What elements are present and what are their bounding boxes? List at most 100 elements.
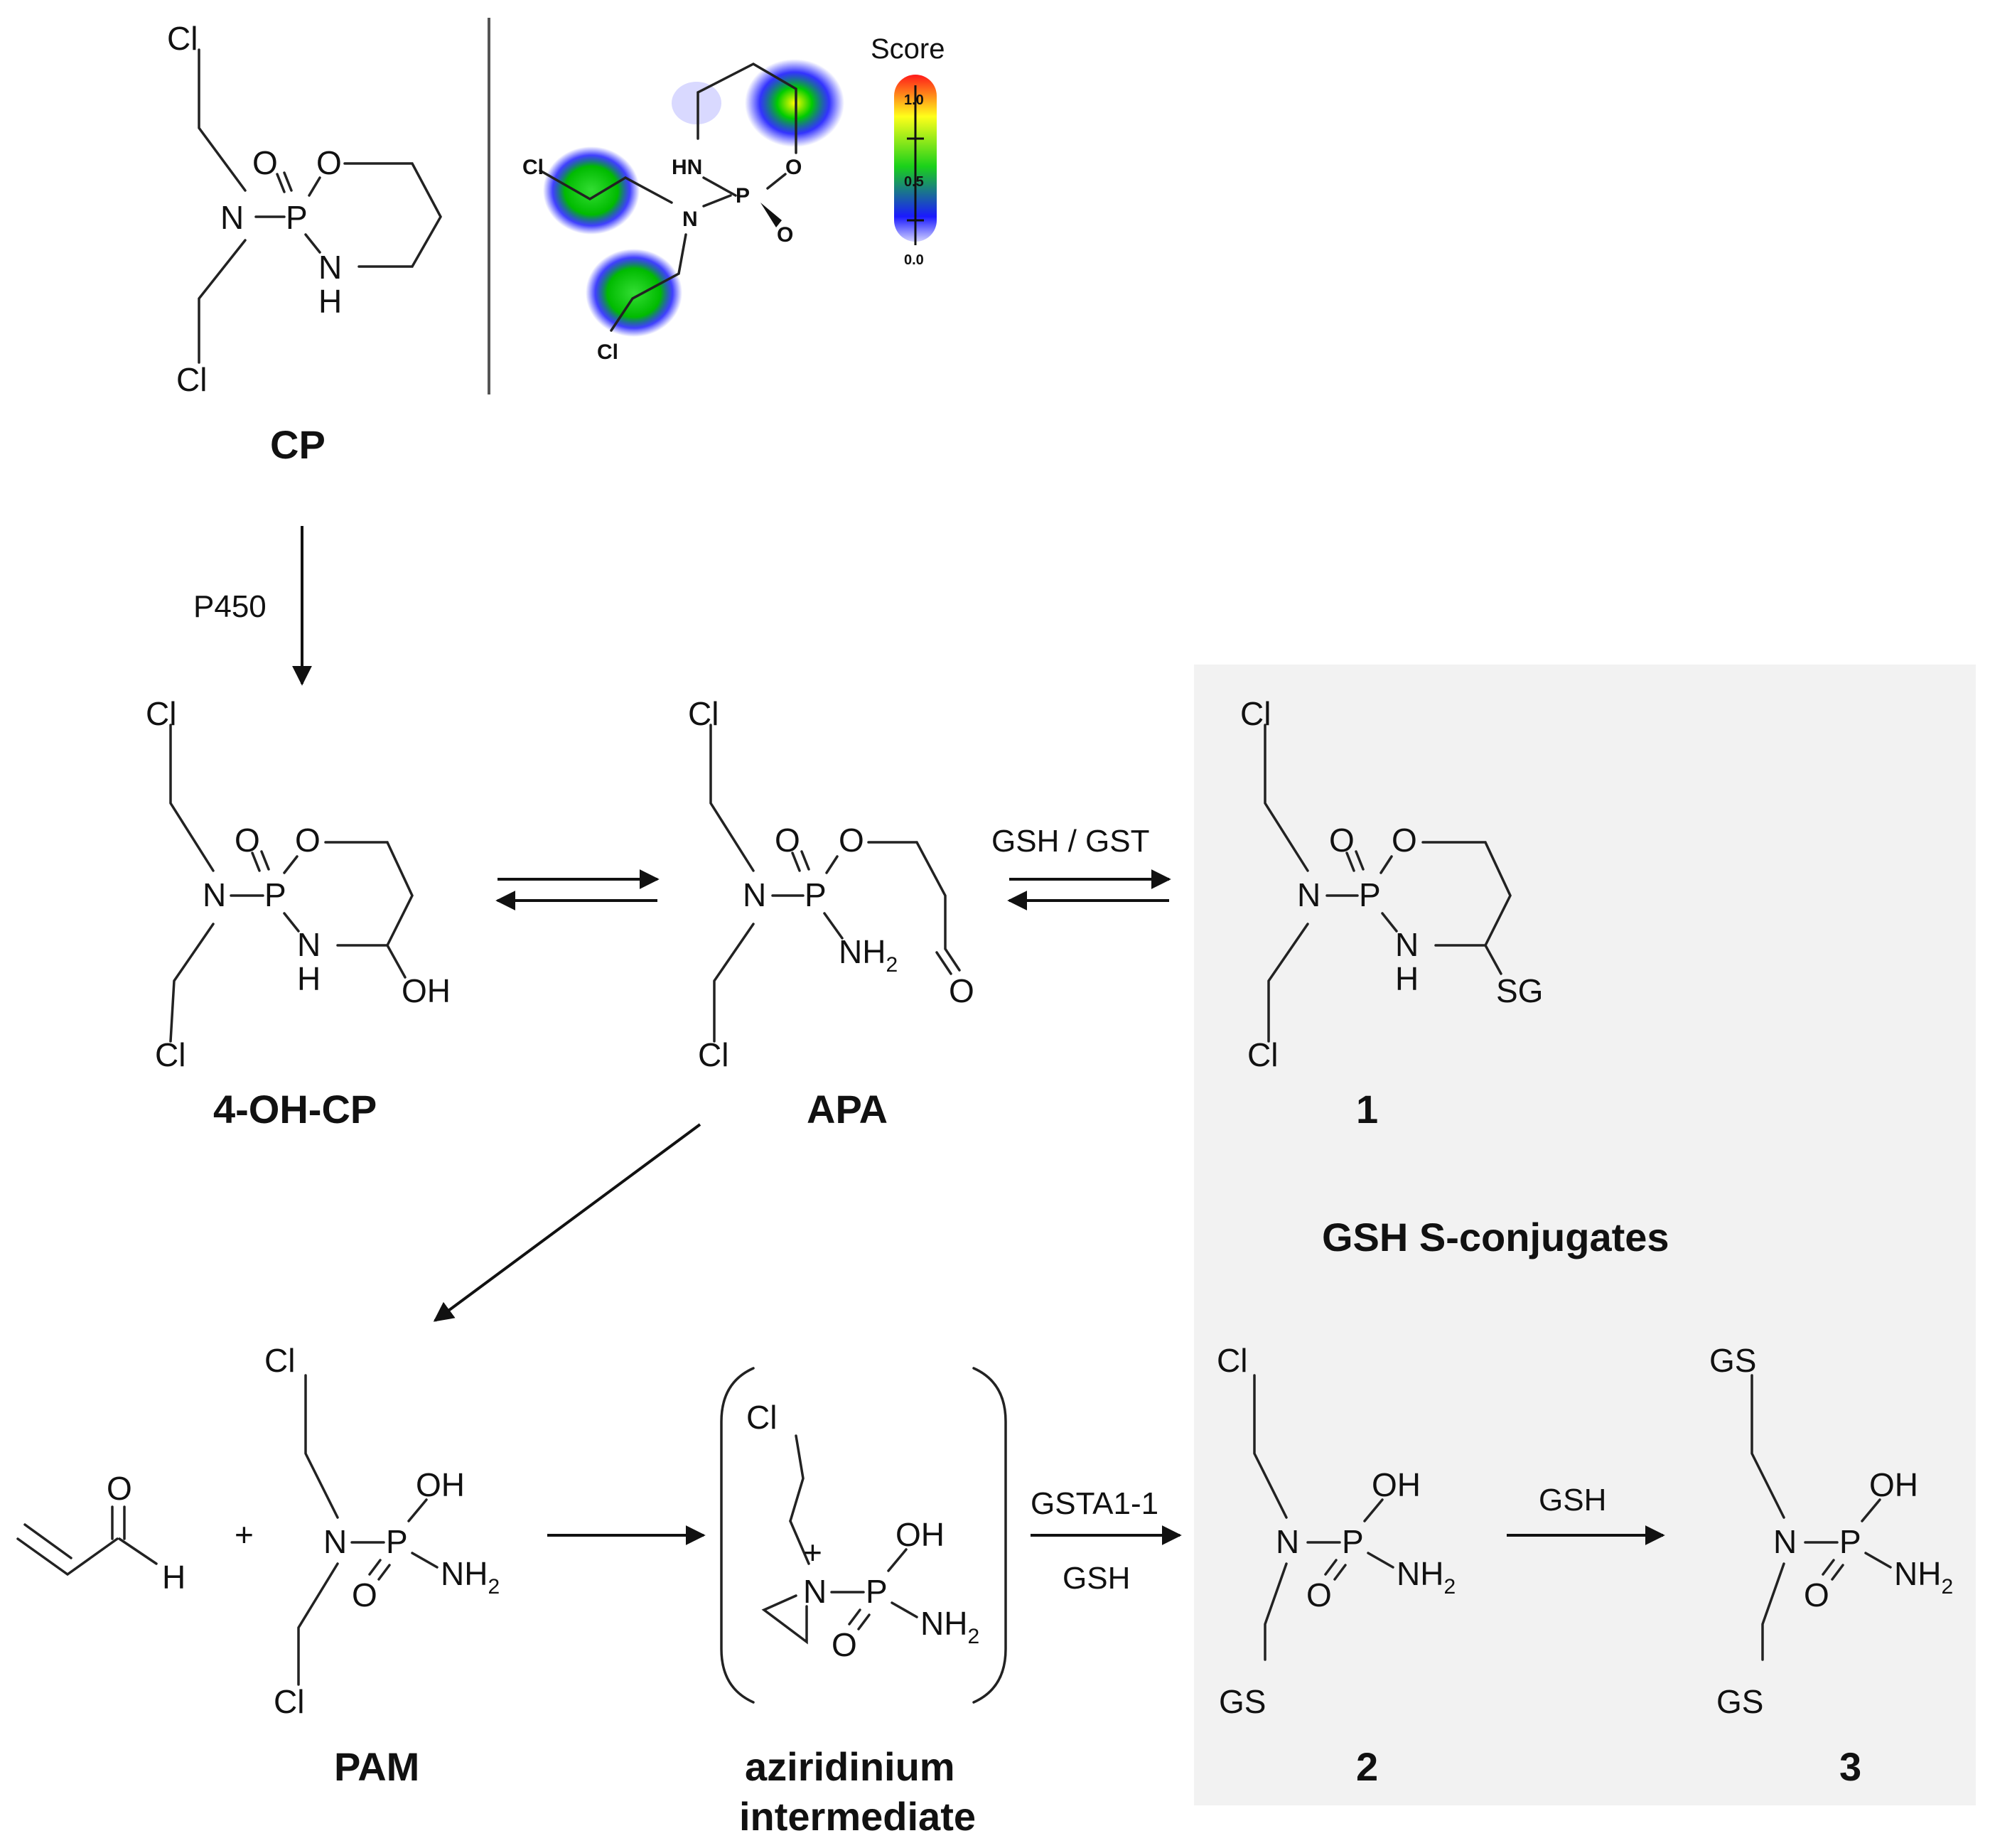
heatmap-cl-left: Cl [522,156,544,179]
pam-structure: Cl N P OH O NH2 Cl [264,1342,500,1720]
apa-n: N [743,876,766,913]
apa-cl-bottom: Cl [698,1036,728,1073]
aziridinium-p: P [866,1573,888,1610]
hydroxy-cp-cl-top: Cl [146,695,176,732]
aziridinium-nh2: NH2 [920,1605,979,1648]
score-tick-high: 1.0 [904,92,924,108]
hydroxy-cp-o-double: O [235,822,260,859]
score-title: Score [871,33,945,65]
apa-cl-top: Cl [688,695,719,732]
acrolein-h: H [162,1559,185,1596]
conjugate-1-n: N [1297,876,1321,913]
reagent-gsh-gst: GSH / GST [991,824,1149,859]
hydroxy-cp-cl-bottom: Cl [155,1036,185,1073]
label-conjugate-3: 3 [1839,1744,1861,1789]
plus-sign: + [235,1516,254,1553]
conjugate-2-cl: Cl [1217,1342,1247,1379]
conjugate-3-p: P [1839,1523,1861,1560]
aziridinium-o: O [832,1626,857,1663]
acrolein-o: O [107,1470,132,1507]
apa-aldehyde-o: O [949,972,974,1009]
conjugate-3-gs-bottom: GS [1716,1683,1763,1720]
label-conjugate-1: 1 [1356,1087,1378,1132]
conjugate-2-nh2: NH2 [1397,1555,1456,1599]
conjugate-1-p: P [1359,876,1381,913]
aziridinium-charge: + [803,1534,822,1571]
conjugate-3-nh2: NH2 [1894,1555,1953,1599]
pam-n: N [323,1523,347,1560]
label-conjugate-2: 2 [1356,1744,1378,1789]
apa-structure: Cl N P O O NH2 O Cl [688,695,974,1073]
hydroxy-cp-o-ring: O [295,822,321,859]
heatmap-structure: HN O P O N Cl Cl [522,59,844,364]
aziridinium-structure: Cl + N P OH O NH2 [720,1367,1007,1704]
conjugate-1-nh-h: H [1395,960,1419,997]
pam-oh: OH [416,1466,465,1503]
score-tick-mid: 0.5 [904,174,924,190]
hydroxy-cp-p: P [264,876,286,913]
cp-nh-h: H [318,283,342,320]
apa-p: P [805,876,827,913]
reagent-gsta1-1: GSTA1-1 [1031,1486,1158,1521]
cp-nh-n: N [318,249,342,286]
conjugate-3-oh: OH [1869,1466,1918,1503]
cp-cl-bottom: Cl [176,361,207,398]
reagent-p450: P450 [193,589,267,624]
cp-cl-top: Cl [167,20,198,57]
hydroxy-cp-nh-n: N [297,926,321,963]
aziridinium-n: N [803,1573,827,1610]
score-scale: Score 1.0 0.5 0.0 [871,33,945,268]
cp-structure: Cl N P O O N H Cl [167,20,442,398]
conjugate-3-gs-top: GS [1709,1342,1756,1379]
heatmap-p: P [736,184,750,208]
apa-o-double: O [775,822,800,859]
conjugate-3-structure: GS N P OH O NH2 GS [1709,1342,1953,1720]
pam-cl-top: Cl [264,1342,295,1379]
pam-p: P [386,1523,408,1560]
reagent-gsh-lower: GSH [1063,1561,1130,1596]
conjugate-1-cl-bottom: Cl [1247,1036,1278,1073]
gsh-conjugates-box [1194,665,1976,1805]
acrolein-structure: O H [16,1470,185,1596]
hydroxy-cp-nh-h: H [297,960,321,997]
cp-o-double: O [252,144,278,181]
conjugate-2-o: O [1306,1576,1332,1613]
aziridinium-cl: Cl [746,1399,777,1436]
heatmap-n: N [682,208,698,231]
label-pam: PAM [334,1744,419,1789]
hydroxy-cp-structure: Cl N P O O N H OH Cl [146,695,451,1073]
conjugate-3-o: O [1804,1576,1829,1613]
conjugate-2-structure: Cl N P OH O NH2 GS [1217,1342,1456,1720]
conjugate-2-p: P [1342,1523,1364,1560]
arrow-apa-to-pam [433,1123,701,1322]
conjugate-1-o-ring: O [1392,822,1417,859]
conjugate-1-sg: SG [1496,972,1543,1009]
label-4-oh-cp: 4-OH-CP [213,1087,377,1132]
label-gsh-s-conjugates: GSH S-conjugates [1322,1215,1669,1259]
apa-nh2: NH2 [839,933,898,977]
cp-o-ring: O [316,144,342,181]
reagent-gsh-final: GSH [1539,1483,1606,1517]
score-tick-low: 0.0 [904,252,924,268]
aziridinium-oh: OH [896,1516,945,1553]
label-apa: APA [807,1087,888,1132]
apa-o-ether: O [839,822,864,859]
conjugate-1-cl-top: Cl [1240,695,1271,732]
pam-nh2: NH2 [441,1555,500,1599]
conjugate-1-structure: Cl N P O O N H SG Cl [1240,695,1543,1073]
label-aziridinium-line1: aziridinium [745,1744,955,1789]
hydroxy-cp-n: N [203,876,226,913]
conjugate-1-nh-n: N [1395,926,1419,963]
heatmap-o-ring: O [785,156,802,179]
heatmap-cl-bottom: Cl [597,340,618,364]
conjugate-2-n: N [1276,1523,1299,1560]
pam-o: O [352,1576,377,1613]
heatmap-hn: HN [672,156,702,179]
cp-n: N [220,199,244,236]
conjugate-2-oh: OH [1372,1466,1421,1503]
pam-cl-bottom: Cl [274,1683,304,1720]
label-cp: CP [270,422,326,467]
conjugate-2-gs: GS [1219,1683,1266,1720]
heatmap-o: O [777,223,793,247]
